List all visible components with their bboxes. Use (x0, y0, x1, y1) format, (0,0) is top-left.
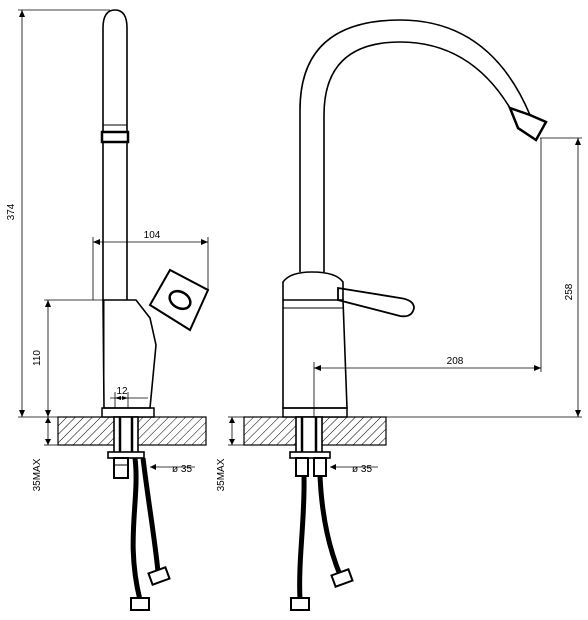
dim-base-width: 12 (110, 386, 148, 408)
left-supply-hoses (130, 457, 171, 611)
dim-hole-diameter-right-label: ø 35 (352, 464, 372, 475)
dim-spout-height-right-label: 258 (564, 283, 575, 300)
dim-spout-reach-left: 104 (92, 230, 209, 300)
left-aerator (100, 130, 130, 144)
dim-max-thickness-left: 35MAX (32, 417, 58, 491)
left-base-plate (101, 407, 155, 418)
right-lever-handle (337, 286, 415, 318)
right-body-collar (282, 271, 344, 300)
dim-body-height: 110 (32, 299, 103, 417)
right-mounting-shank (289, 416, 331, 477)
dim-spout-reach-right-label: 208 (447, 356, 464, 367)
dim-total-height-label: 374 (6, 203, 17, 220)
dim-spout-height-right: 258 (386, 137, 582, 418)
dim-total-height: 374 (6, 9, 110, 418)
right-base-plate (282, 407, 348, 418)
right-supply-hoses (290, 475, 354, 611)
left-mounting-shank (107, 416, 145, 479)
dim-max-thickness-right-label: 35MAX (216, 458, 227, 491)
dim-max-thickness-left-label: 35MAX (32, 458, 43, 491)
left-side-view: 374 110 104 12 (6, 9, 210, 611)
right-faucet-body (282, 299, 348, 409)
left-handle (148, 268, 210, 332)
left-spout-tube (102, 9, 128, 300)
dim-hole-diameter-left: ø 35 (150, 464, 195, 475)
right-front-view: 258 208 35MAX ø 35 (216, 19, 582, 611)
dim-spout-reach-left-label: 104 (144, 230, 161, 241)
dim-spout-reach-right: 208 (313, 138, 542, 417)
dim-max-thickness-right: 35MAX (216, 416, 244, 491)
dim-hole-diameter-left-label: ø 35 (172, 464, 192, 475)
right-gooseneck-spout (299, 19, 531, 272)
left-faucet-body (102, 299, 157, 409)
right-aerator (507, 105, 548, 142)
dim-body-height-label: 110 (32, 350, 43, 366)
dim-base-width-label: 12 (116, 386, 128, 397)
dim-hole-diameter-right: ø 35 (330, 464, 378, 475)
